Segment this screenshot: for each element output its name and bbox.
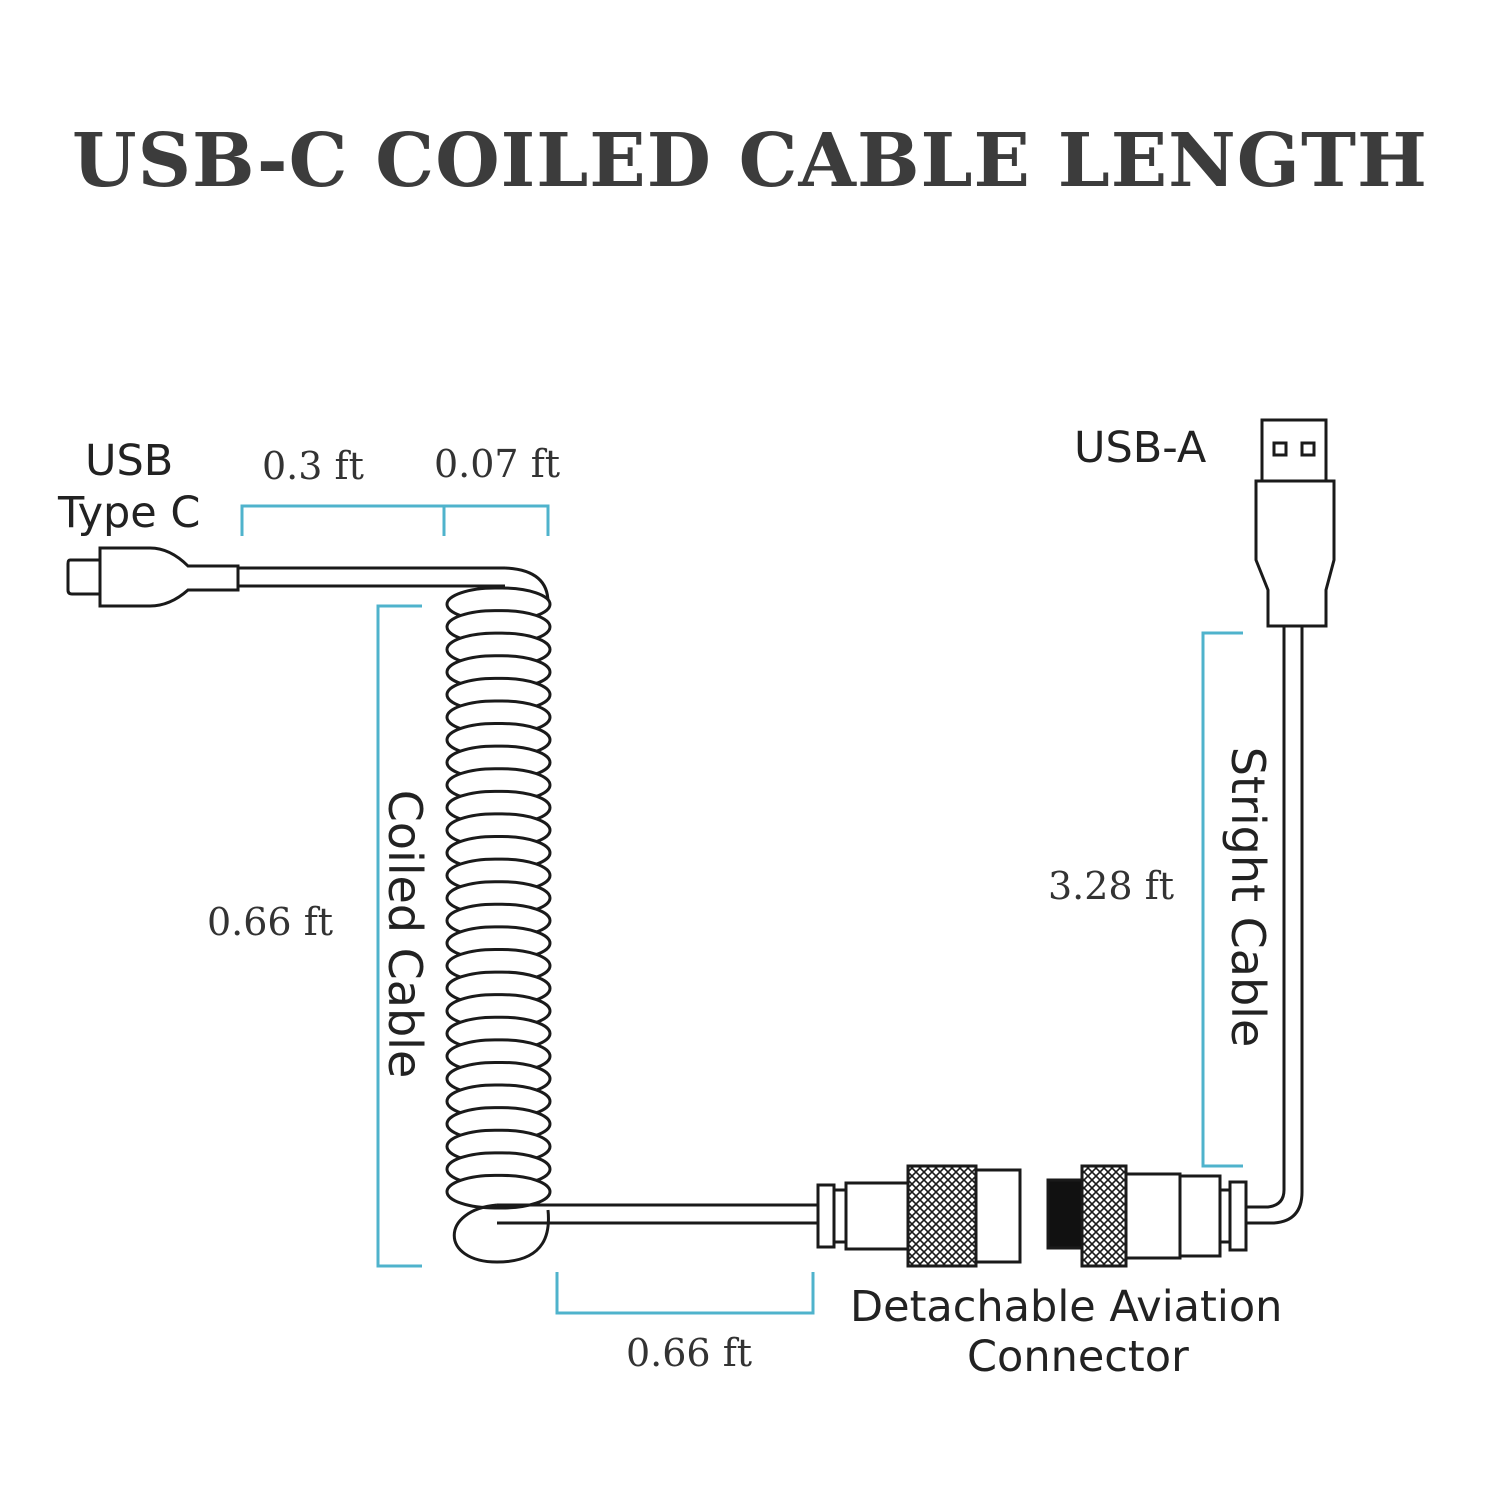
measurement-type-c-lead: 0.3 ft bbox=[262, 444, 364, 488]
dimension-bracket-coiled bbox=[376, 604, 422, 1268]
measurement-coiled: 0.66 ft bbox=[207, 900, 334, 944]
connector-label-line1: Detachable Aviation bbox=[850, 1282, 1283, 1332]
connector-label-line2: Connector bbox=[967, 1332, 1189, 1382]
measurement-type-c-bend: 0.07 ft bbox=[434, 442, 561, 486]
aviation-connector-female bbox=[1046, 1164, 1248, 1268]
usb-type-c-label-line1: USB bbox=[85, 436, 174, 486]
coiled-cable-label: Coiled Cable bbox=[378, 789, 432, 1079]
aviation-connector-male bbox=[816, 1164, 1022, 1268]
usb-a-connector bbox=[1254, 418, 1336, 628]
usb-a-label: USB-A bbox=[1074, 423, 1207, 473]
dimension-bracket-straight bbox=[1201, 631, 1243, 1168]
measurement-coil-tail: 0.66 ft bbox=[626, 1331, 753, 1375]
usb-type-c-connector bbox=[66, 546, 240, 608]
dimension-brackets bbox=[240, 504, 1243, 1315]
page-title: USB-C COILED CABLE LENGTH bbox=[72, 118, 1428, 204]
straight-cable bbox=[1246, 626, 1304, 1225]
usb-type-c-label-line2: Type C bbox=[58, 488, 201, 538]
coiled-cable bbox=[445, 586, 552, 1210]
coil-loop bbox=[445, 1173, 552, 1210]
coil-tail-cable bbox=[453, 1203, 818, 1264]
measurement-straight: 3.28 ft bbox=[1048, 864, 1175, 908]
dimension-bracket-type-c-lead bbox=[240, 504, 446, 536]
dimension-bracket-coil-tail bbox=[555, 1272, 815, 1315]
dimension-bracket-type-c-bend bbox=[444, 504, 550, 536]
straight-cable-label: Stright Cable bbox=[1221, 746, 1275, 1048]
